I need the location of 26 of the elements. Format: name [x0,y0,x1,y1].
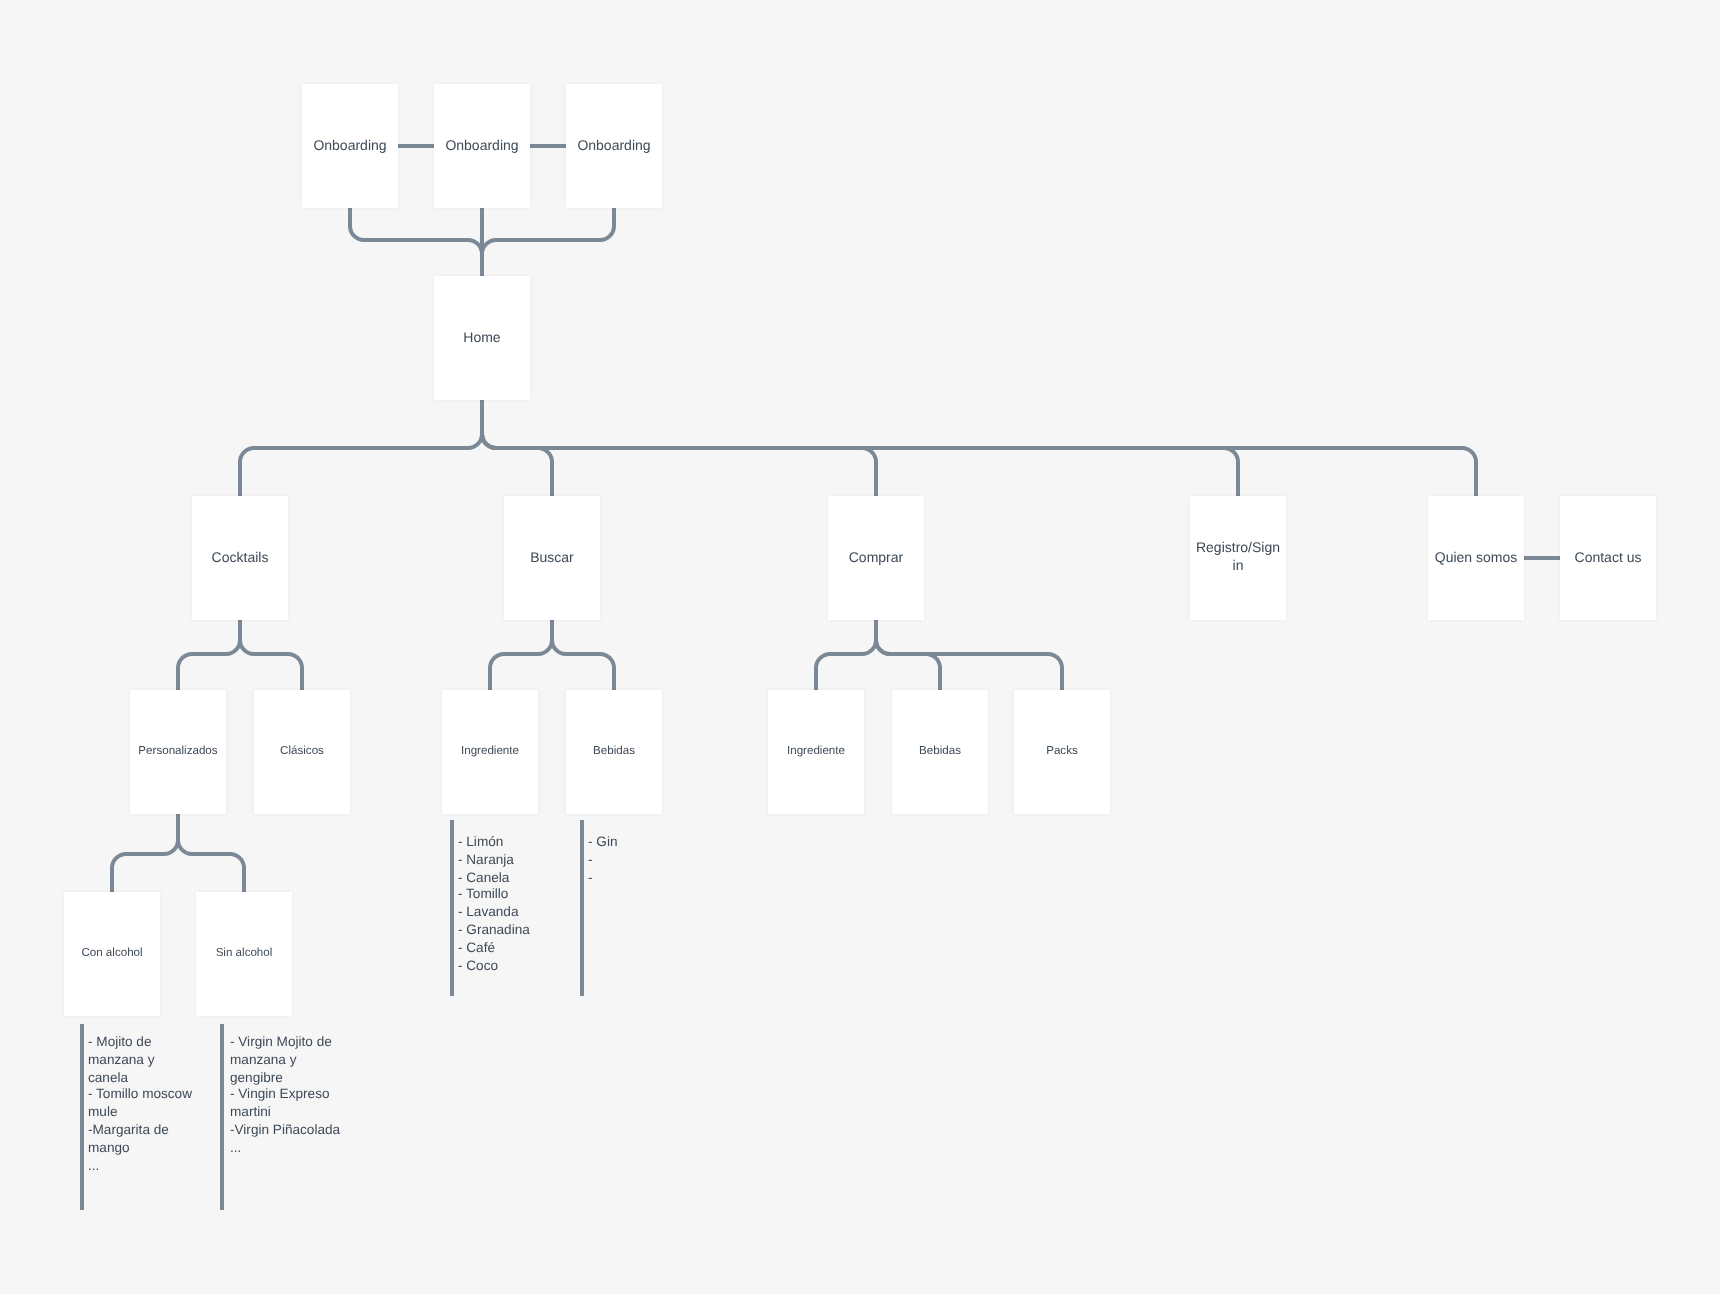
screen-box [254,690,350,814]
screen-box [64,892,160,1016]
connector-line [398,144,434,148]
connector-line [550,620,616,690]
screen-box [434,84,530,208]
screen-box [566,84,662,208]
connector-line [176,814,246,892]
screen-box [504,496,600,620]
screen-box [196,892,292,1016]
screen-box [130,690,226,814]
screen-box [828,496,924,620]
connector-line [1524,556,1560,560]
screen-box [1190,496,1286,620]
connector-line [238,620,304,690]
screen-box [302,84,398,208]
screen-box [768,690,864,814]
screen-box [1014,690,1110,814]
screen-box [1428,496,1524,620]
screen-box [434,276,530,400]
screen-box [1560,496,1656,620]
screen-box [192,496,288,620]
screen-box [442,690,538,814]
connector-line [874,620,1064,690]
screen-box [566,690,662,814]
connector-line [530,144,566,148]
screen-box [892,690,988,814]
